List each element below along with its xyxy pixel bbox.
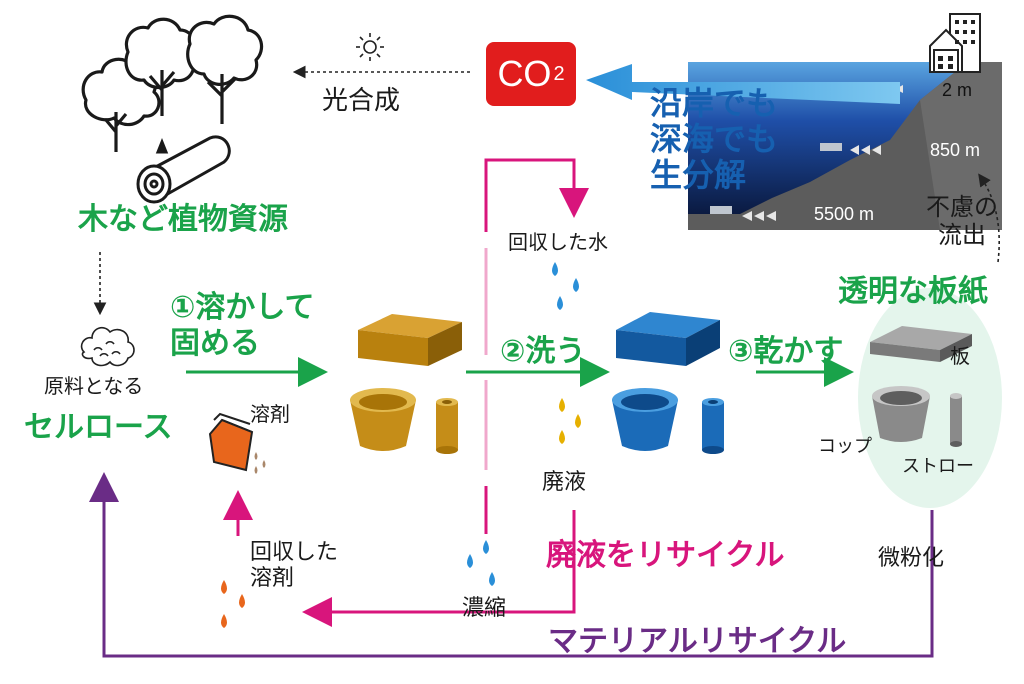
co2-subscript: 2 bbox=[553, 62, 565, 85]
water-drops-icon bbox=[552, 262, 579, 310]
recovered-solvent-label: 回収した 溶剤 bbox=[250, 540, 338, 593]
wood-resources-label: 木など植物資源 bbox=[78, 202, 288, 237]
depth-850m: 850 m bbox=[930, 140, 981, 160]
step2-label: ②洗う bbox=[500, 334, 586, 369]
recovered-solvent-line1: 回収した bbox=[250, 540, 339, 565]
concentrate-drops-icon bbox=[467, 540, 495, 586]
outflow-label: 不慮の 流出 bbox=[926, 193, 998, 249]
step1-line1: ①溶かして bbox=[170, 290, 315, 325]
pulverize-label: 微粉化 bbox=[878, 546, 945, 571]
product-cup-label: コップ bbox=[818, 436, 872, 457]
gray-cup bbox=[872, 386, 930, 442]
product-straw-label: ストロー bbox=[902, 456, 974, 477]
product-board-label: 板 bbox=[950, 344, 970, 368]
step1-label: ①溶かして 固める bbox=[170, 290, 315, 362]
blue-straw bbox=[702, 398, 724, 454]
concentration-label: 濃縮 bbox=[462, 596, 507, 621]
gold-products bbox=[350, 314, 462, 454]
step1-line2: 固める bbox=[170, 326, 260, 361]
solvent-label: 溶剤 bbox=[250, 402, 290, 426]
material-recycle-arrow bbox=[89, 472, 934, 658]
outflow-line1: 不慮の bbox=[926, 193, 998, 221]
gold-board bbox=[358, 314, 462, 366]
gold-straw bbox=[436, 398, 458, 454]
gray-straw bbox=[950, 393, 962, 447]
gray-products bbox=[870, 326, 972, 447]
ocean-text-line2: 深海でも bbox=[650, 119, 779, 158]
gold-cup bbox=[350, 388, 416, 451]
log-icon bbox=[136, 135, 231, 204]
ocean-text-line1: 沿岸でも bbox=[650, 84, 779, 122]
recovered-water-label: 回収した水 bbox=[508, 230, 608, 254]
waste-drops-icon bbox=[559, 398, 581, 444]
transparent-board-label: 透明な板紙 bbox=[838, 274, 988, 309]
outflow-line2: 流出 bbox=[938, 220, 986, 249]
waste-liquid-label: 廃液 bbox=[542, 470, 587, 495]
step3-label: ③乾かす bbox=[728, 334, 844, 369]
depth-5500m: 5500 m bbox=[814, 204, 875, 224]
cellulose-label: セルロース bbox=[24, 410, 173, 445]
solvent-beaker-icon bbox=[208, 412, 266, 474]
gray-board bbox=[870, 326, 972, 362]
ocean-text-line3: 生分解 bbox=[650, 155, 747, 194]
waste-recycle-label: 廃液をリサイクル bbox=[546, 538, 785, 573]
sun-icon bbox=[356, 33, 384, 61]
ocean-biodegrade-text: 沿岸でも 深海でも 生分解 bbox=[650, 84, 779, 194]
blue-board bbox=[616, 312, 720, 366]
cellulose-icon bbox=[80, 326, 135, 367]
blue-cup bbox=[612, 388, 678, 451]
material-recycle-label: マテリアルリサイクル bbox=[548, 624, 847, 659]
raw-material-label: 原料となる bbox=[44, 374, 144, 398]
photosynthesis-label: 光合成 bbox=[322, 86, 401, 116]
trees-icon bbox=[81, 14, 264, 152]
biodegrade-arrow bbox=[586, 64, 900, 104]
co2-main: CO bbox=[497, 53, 552, 94]
depth-2m: 2 m bbox=[942, 80, 973, 100]
recovered-water-arrow bbox=[484, 158, 589, 232]
recovered-solvent-drops-icon bbox=[221, 580, 245, 628]
recovered-solvent-line2: 溶剤 bbox=[250, 566, 295, 592]
blue-products bbox=[612, 312, 724, 454]
waste-recycle-arrow bbox=[302, 510, 576, 627]
